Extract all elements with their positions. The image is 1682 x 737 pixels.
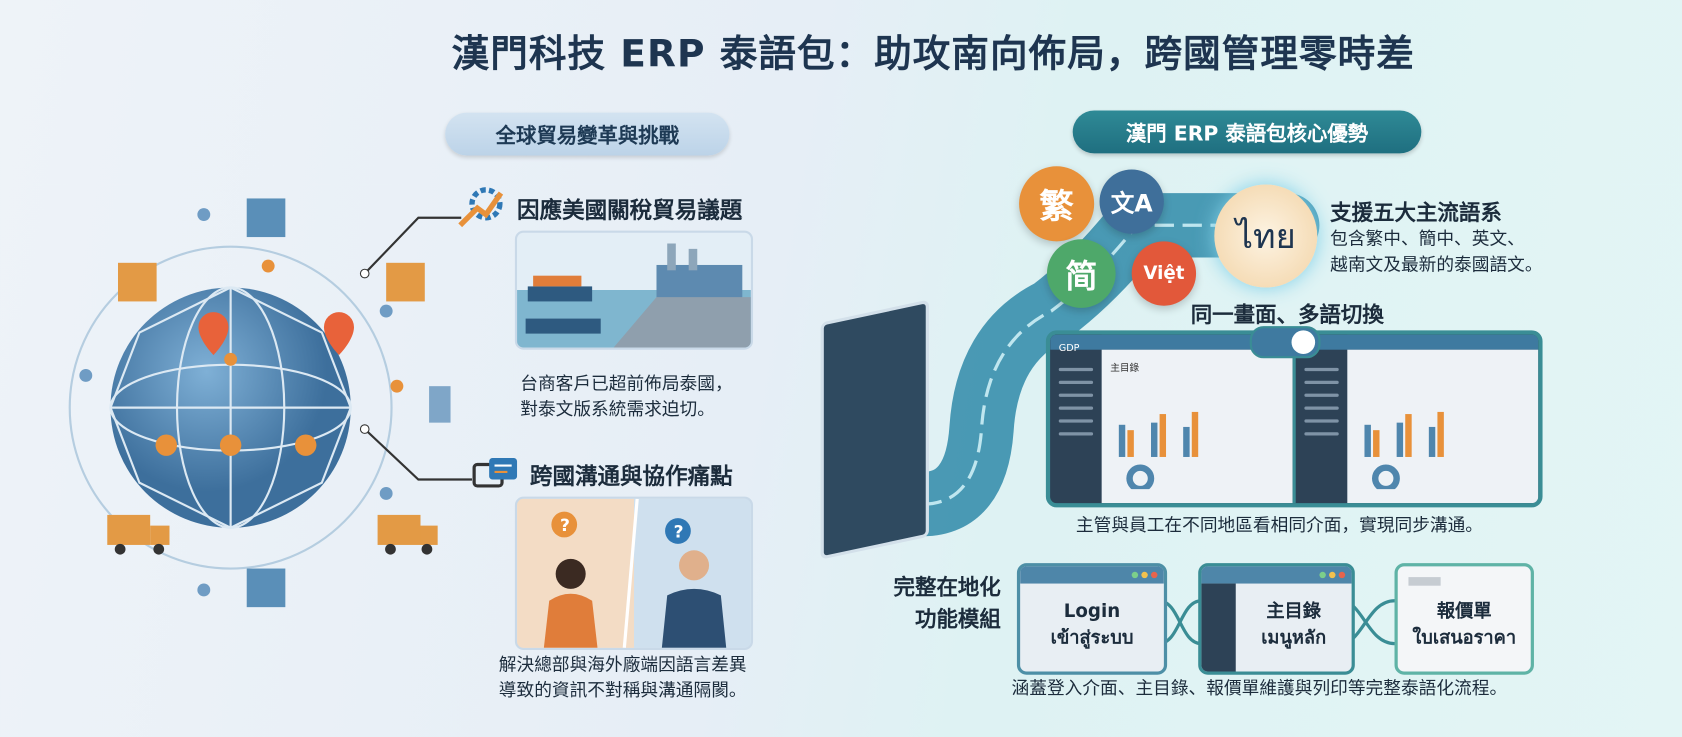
location-pin-icon: [198, 312, 229, 356]
heading-language-switch: 同一畫面、多語切換: [1190, 301, 1384, 328]
cube-icon: [117, 262, 157, 302]
lang-bubble-vietnamese: Việt: [1131, 241, 1197, 306]
brand-logo: GDP: [1058, 343, 1080, 354]
dashboard-pane-thai: [1292, 334, 1539, 504]
module-quotation-window: 報價單 ใบเสนอราคา: [1394, 563, 1534, 675]
chat-bubbles-icon: [472, 456, 520, 499]
cube-icon: [386, 262, 425, 302]
document-icon: [1408, 577, 1441, 586]
lang-bubble-simplified: 简: [1046, 239, 1116, 308]
text-line: 越南文及最新的泰國語文。: [1330, 254, 1543, 275]
text-line: 包含繁中、簡中、英文、: [1330, 228, 1525, 249]
lang-bubble-translate-icon: 文A: [1099, 169, 1164, 234]
text-line: 導致的資訊不對稱與溝通隔閡。: [498, 680, 747, 701]
lang-bubble-thai: ไทย: [1214, 184, 1318, 288]
module-main-menu-window: 主目錄 เมนูหลัก: [1198, 563, 1355, 675]
truck-icon: [107, 514, 170, 555]
module-label-thai: เมนูหลัก: [1261, 627, 1327, 649]
tilted-erp-screen: [820, 299, 929, 560]
text-tariff: 台商客戶已超前佈局泰國， 對泰文版系統需求迫切。: [520, 371, 732, 422]
text-communication: 解決總部與海外廠端因語言差異 導致的資訊不對稱與溝通隔閡。: [499, 652, 747, 703]
text-line: 解決總部與海外廠端因語言差異: [498, 654, 747, 675]
section-title-core-advantages: 漢門 ERP 泰語包核心優勢: [1072, 110, 1422, 154]
heading-languages: 支援五大主流語系: [1330, 199, 1502, 226]
heading-tariff: 因應美國關稅貿易議題: [517, 197, 743, 224]
cube-icon: [246, 568, 286, 608]
remote-collaboration-illustration: ??: [514, 496, 754, 651]
text-line: 對泰文版系統需求迫切。: [520, 399, 715, 420]
caption-language-switch: 主管與員工在不同地區看相同介面，實現同步溝通。: [1075, 514, 1484, 536]
module-label: 主目錄: [1266, 600, 1322, 623]
bar-chart-icon: [1364, 411, 1444, 490]
heading-communication: 跨國溝通與協作痛點: [529, 463, 733, 490]
erp-dashboard-preview: GDP 主目錄: [1045, 330, 1543, 508]
text-line: 完整在地化: [893, 573, 1001, 600]
globe-network-illustration: [68, 198, 451, 608]
svg-text:?: ?: [674, 522, 684, 542]
svg-text:?: ?: [560, 516, 570, 536]
lang-bubble-traditional: 繁: [1019, 166, 1095, 242]
menu-sidebar-icon: [1201, 583, 1236, 672]
dashboard-page-title: 主目錄: [1110, 363, 1140, 375]
page-title: 漢門科技 ERP 泰語包：助攻南向佈局，跨國管理零時差: [451, 33, 1415, 77]
heading-localized-modules: 完整在地化 功能模組: [894, 571, 1001, 635]
text-line: 功能模組: [915, 606, 1001, 632]
cube-icon: [246, 198, 286, 238]
module-label: Login: [1063, 600, 1121, 623]
language-toggle-switch[interactable]: [1249, 326, 1321, 359]
truck-icon: [377, 514, 438, 555]
connector-lines: [359, 216, 472, 481]
location-pin-icon: [323, 312, 354, 356]
port-factory-illustration: [514, 230, 754, 350]
module-label-thai: เข้าสู่ระบบ: [1050, 627, 1134, 649]
box-icon: [429, 386, 451, 423]
growth-chart-gear-icon: [456, 182, 504, 230]
bar-chart-icon: [1118, 411, 1199, 490]
module-login-window: Login เข้าสู่ระบบ: [1016, 563, 1168, 675]
module-label-thai: ใบเสนอราคา: [1412, 627, 1517, 649]
module-label: 報價單: [1436, 600, 1492, 623]
dashboard-pane-chinese: GDP 主目錄: [1050, 334, 1293, 504]
section-title-global-trade: 全球貿易變革與挑戰: [445, 112, 730, 156]
text-languages: 包含繁中、簡中、英文、 越南文及最新的泰國語文。: [1330, 226, 1542, 277]
caption-modules: 涵蓋登入介面、主目錄、報價單維護與列印等完整泰語化流程。: [1011, 677, 1508, 699]
text-line: 台商客戶已超前佈局泰國，: [520, 373, 733, 394]
